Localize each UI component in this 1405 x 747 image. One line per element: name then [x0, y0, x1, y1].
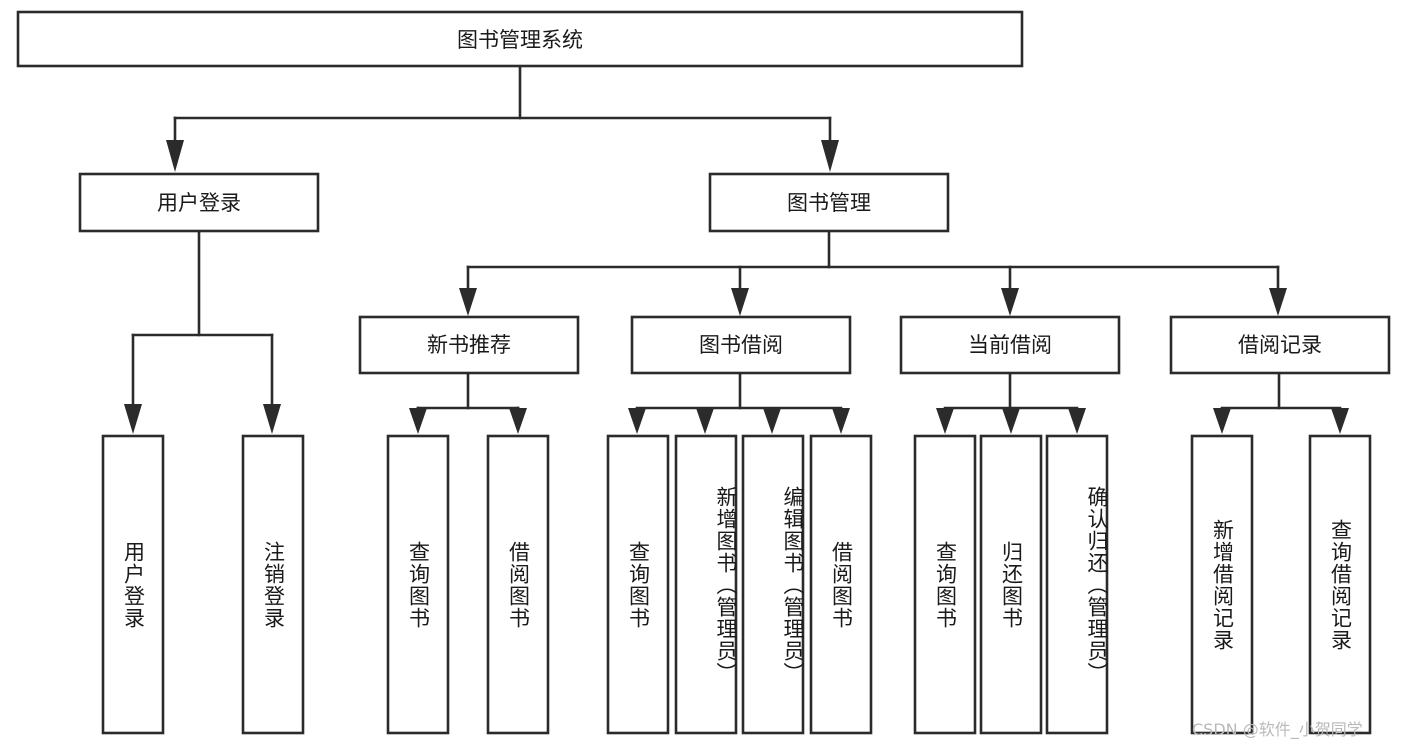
leaf-rect-add-borrow-record[interactable]: [1190, 434, 1254, 735]
node-book-manage[interactable]: 图书管理: [708, 172, 950, 233]
connector-layer: [124, 64, 1349, 434]
node-new-book-recommend-label: 新书推荐: [427, 333, 511, 357]
leaf-rect-confirm-return-admin[interactable]: [1045, 434, 1109, 735]
arrow-to-book-borrow: [731, 288, 749, 316]
node-user-login-rect[interactable]: [78, 172, 320, 233]
arrow-bb-leaf3: [763, 408, 781, 434]
node-root-rect[interactable]: [16, 10, 1024, 68]
node-current-borrow[interactable]: 当前借阅: [899, 315, 1121, 375]
node-current-borrow-label: 当前借阅: [968, 333, 1052, 357]
leaf-rect-return-book[interactable]: [979, 434, 1043, 735]
arrow-to-borrow-record: [1269, 288, 1287, 316]
arrow-nbr-leaf2: [509, 408, 527, 434]
arrow-to-user-login: [166, 140, 184, 172]
leaf-rect-query-borrow-record[interactable]: [1308, 434, 1372, 735]
node-current-borrow-rect[interactable]: [899, 315, 1121, 375]
arrow-to-leaf-logout: [263, 404, 281, 434]
leaf-rect-edit-book-admin[interactable]: [741, 434, 805, 735]
node-book-manage-label: 图书管理: [787, 191, 871, 215]
arrow-bb-leaf2: [696, 408, 714, 434]
leaf-rect-borrow-book-nbr[interactable]: [486, 434, 550, 735]
arrow-br-leaf2: [1331, 408, 1349, 434]
arrow-nbr-leaf1: [409, 408, 427, 434]
leaf-rect-query-book-nbr[interactable]: [386, 434, 450, 735]
leaf-rect-borrow-book-bb[interactable]: [809, 434, 873, 735]
arrow-to-book-manage: [821, 140, 839, 172]
arrow-bb-leaf1: [628, 408, 646, 434]
arrow-br-leaf1: [1213, 408, 1231, 434]
node-root-label: 图书管理系统: [457, 28, 583, 52]
arrow-cb-leaf3: [1068, 408, 1086, 434]
arrow-cb-leaf1: [936, 408, 954, 434]
leaf-rect-layer: [101, 434, 1372, 735]
leaf-rect-logout[interactable]: [241, 434, 305, 735]
arrow-bb-leaf4: [832, 408, 850, 434]
node-new-book-recommend-rect[interactable]: [358, 315, 580, 375]
leaf-rect-query-book-cb[interactable]: [913, 434, 977, 735]
arrow-to-new-book-rec: [459, 288, 477, 316]
node-book-borrow-label: 图书借阅: [699, 333, 783, 357]
node-book-borrow[interactable]: 图书借阅: [630, 315, 852, 375]
node-layer: 图书管理系统 用户登录 图书管理 新书推荐 图书借阅 当前: [16, 10, 1391, 735]
arrow-cb-leaf2: [1002, 408, 1020, 434]
node-book-manage-rect[interactable]: [708, 172, 950, 233]
arrow-to-leaf-user-login: [124, 404, 142, 434]
node-root[interactable]: 图书管理系统: [16, 10, 1024, 68]
node-borrow-record[interactable]: 借阅记录: [1169, 315, 1391, 375]
node-user-login[interactable]: 用户登录: [78, 172, 320, 233]
leaf-rect-query-book-bb[interactable]: [606, 434, 670, 735]
node-borrow-record-label: 借阅记录: [1238, 333, 1322, 357]
leaf-rect-user-login[interactable]: [101, 434, 165, 735]
csdn-watermark: CSDN @软件_小贺同学: [1192, 720, 1363, 739]
arrow-to-current-borrow: [1001, 288, 1019, 316]
node-book-borrow-rect[interactable]: [630, 315, 852, 375]
node-borrow-record-rect[interactable]: [1169, 315, 1391, 375]
node-user-login-label: 用户登录: [157, 191, 241, 215]
leaf-rect-add-book-admin[interactable]: [674, 434, 738, 735]
node-new-book-recommend[interactable]: 新书推荐: [358, 315, 580, 375]
